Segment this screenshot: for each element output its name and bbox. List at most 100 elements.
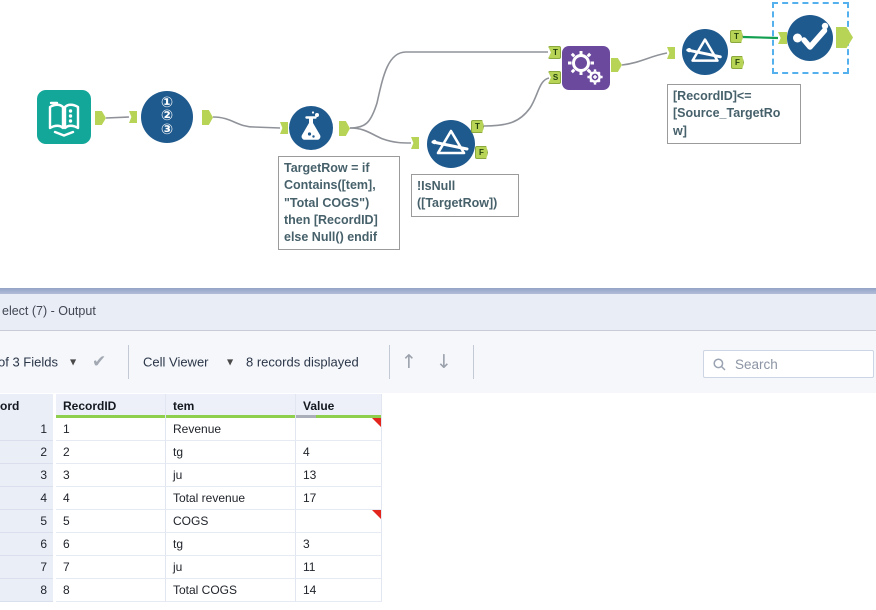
table-row: 3 3 ju 13 [0, 464, 383, 487]
cell-tem[interactable]: tg [166, 441, 296, 464]
cell-value[interactable]: 14 [296, 579, 382, 602]
table-row: 8 8 Total COGS 14 [0, 579, 383, 602]
table-row: 2 2 tg 4 [0, 441, 383, 464]
row-number[interactable]: 5 [0, 510, 53, 533]
filter-funnel-icon [686, 38, 722, 62]
table-row: 5 5 COGS [0, 510, 383, 533]
filter1-true-anchor[interactable]: T [471, 120, 484, 133]
results-title: elect (7) - Output [2, 304, 96, 318]
column-header-recordid[interactable]: RecordID [56, 394, 166, 418]
results-body: ord RecordID tem Value 1 1 Revenue 2 2 t… [0, 393, 876, 610]
row-number[interactable]: 3 [0, 464, 53, 487]
tool-formula[interactable] [289, 106, 333, 150]
row-number[interactable]: 2 [0, 441, 53, 464]
recordid-input-anchor[interactable] [129, 111, 137, 123]
filter1-false-anchor[interactable]: F [475, 146, 488, 159]
cell-recordid[interactable]: 8 [56, 579, 166, 602]
record-id-icon: ① ② ③ [160, 94, 174, 138]
toolbar-divider [473, 345, 474, 379]
filter2-false-anchor[interactable]: F [731, 56, 744, 69]
cell-recordid[interactable]: 2 [56, 441, 166, 464]
tool-append-fields[interactable] [562, 46, 610, 90]
book-icon [48, 101, 80, 137]
cell-recordid[interactable]: 4 [56, 487, 166, 510]
null-indicator [372, 418, 381, 427]
cell-tem[interactable]: Revenue [166, 418, 296, 441]
row-number[interactable]: 6 [0, 533, 53, 556]
row-number[interactable]: 8 [0, 579, 53, 602]
tool-input-data[interactable] [37, 90, 91, 144]
chevron-down-icon[interactable]: ▼ [70, 357, 77, 367]
table-row: 7 7 ju 11 [0, 556, 383, 579]
cell-value[interactable] [296, 510, 382, 533]
results-header: elect (7) - Output [0, 294, 876, 331]
append-gears-icon [568, 51, 603, 85]
search-icon [713, 357, 726, 371]
fields-dropdown[interactable]: of 3 Fields [0, 354, 58, 370]
row-number[interactable]: 4 [0, 487, 53, 510]
cell-tem[interactable]: ju [166, 556, 296, 579]
cell-viewer-dropdown[interactable]: Cell Viewer [143, 354, 209, 370]
formula-flask-icon [301, 111, 321, 140]
cell-value[interactable]: 4 [296, 441, 382, 464]
select-check-icon [793, 22, 829, 50]
cell-tem[interactable]: tg [166, 533, 296, 556]
filter1-input-anchor[interactable] [411, 137, 419, 149]
recordid-output-anchor[interactable] [202, 110, 213, 125]
table-row: 6 6 tg 3 [0, 533, 383, 556]
cell-value[interactable]: 3 [296, 533, 382, 556]
filter2-input-anchor[interactable] [667, 47, 675, 59]
filter2-annotation[interactable]: [RecordID]<= [Source_TargetRo w] [667, 84, 801, 144]
null-indicator [372, 510, 381, 519]
cell-tem[interactable]: Total revenue [166, 487, 296, 510]
formula-annotation[interactable]: TargetRow = if Contains([tem], "Total CO… [278, 156, 400, 251]
search-box[interactable] [703, 350, 874, 378]
row-number[interactable]: 7 [0, 556, 53, 579]
toolbar-divider [128, 345, 129, 379]
connection-wires [105, 35, 779, 144]
formula-output-anchor[interactable] [339, 121, 350, 136]
record-column-header[interactable]: ord [0, 394, 53, 418]
cell-tem[interactable]: COGS [166, 510, 296, 533]
filter1-annotation[interactable]: !IsNull ([TargetRow]) [411, 174, 519, 217]
workflow-canvas[interactable]: ① ② ③ TargetRow = if Contains([tem], "To… [0, 0, 876, 288]
apply-check-icon[interactable]: ✔ [92, 352, 107, 372]
chevron-down-icon[interactable]: ▼ [227, 357, 234, 367]
cell-recordid[interactable]: 7 [56, 556, 166, 579]
up-arrow-icon[interactable]: ↑ [401, 351, 417, 373]
filter-funnel-icon [431, 129, 469, 155]
column-header-value[interactable]: Value [296, 394, 382, 418]
cell-recordid[interactable]: 3 [56, 464, 166, 487]
cell-value[interactable]: 13 [296, 464, 382, 487]
table-row: 1 1 Revenue [0, 418, 383, 441]
cell-tem[interactable]: ju [166, 464, 296, 487]
panel-splitter[interactable] [0, 288, 876, 294]
records-displayed-label: 8 records displayed [246, 354, 359, 370]
append-output-anchor[interactable] [611, 58, 622, 72]
cell-value[interactable]: 11 [296, 556, 382, 579]
formula-input-anchor[interactable] [280, 122, 288, 134]
row-number[interactable]: 1 [0, 418, 53, 441]
tool-filter-1[interactable] [427, 120, 475, 168]
tool-select[interactable] [787, 15, 833, 61]
search-input[interactable] [733, 355, 867, 373]
cell-recordid[interactable]: 5 [56, 510, 166, 533]
filter2-true-anchor[interactable]: T [730, 30, 743, 43]
cell-recordid[interactable]: 1 [56, 418, 166, 441]
tool-record-id[interactable]: ① ② ③ [141, 91, 193, 143]
tool-filter-2[interactable] [682, 29, 728, 75]
results-grid: ord RecordID tem Value 1 1 Revenue 2 2 t… [0, 394, 383, 602]
column-header-tem[interactable]: tem [166, 394, 296, 418]
cell-recordid[interactable]: 6 [56, 533, 166, 556]
cell-value[interactable]: 17 [296, 487, 382, 510]
select-input-anchor[interactable] [778, 32, 787, 44]
table-row: 4 4 Total revenue 17 [0, 487, 383, 510]
down-arrow-icon[interactable]: ↓ [436, 351, 452, 373]
cell-value[interactable] [296, 418, 382, 441]
input-output-anchor[interactable] [95, 111, 106, 125]
grid-header-row: ord RecordID tem Value [0, 394, 383, 418]
select-output-anchor[interactable] [836, 27, 853, 48]
toolbar-divider [389, 345, 390, 379]
cell-tem[interactable]: Total COGS [166, 579, 296, 602]
